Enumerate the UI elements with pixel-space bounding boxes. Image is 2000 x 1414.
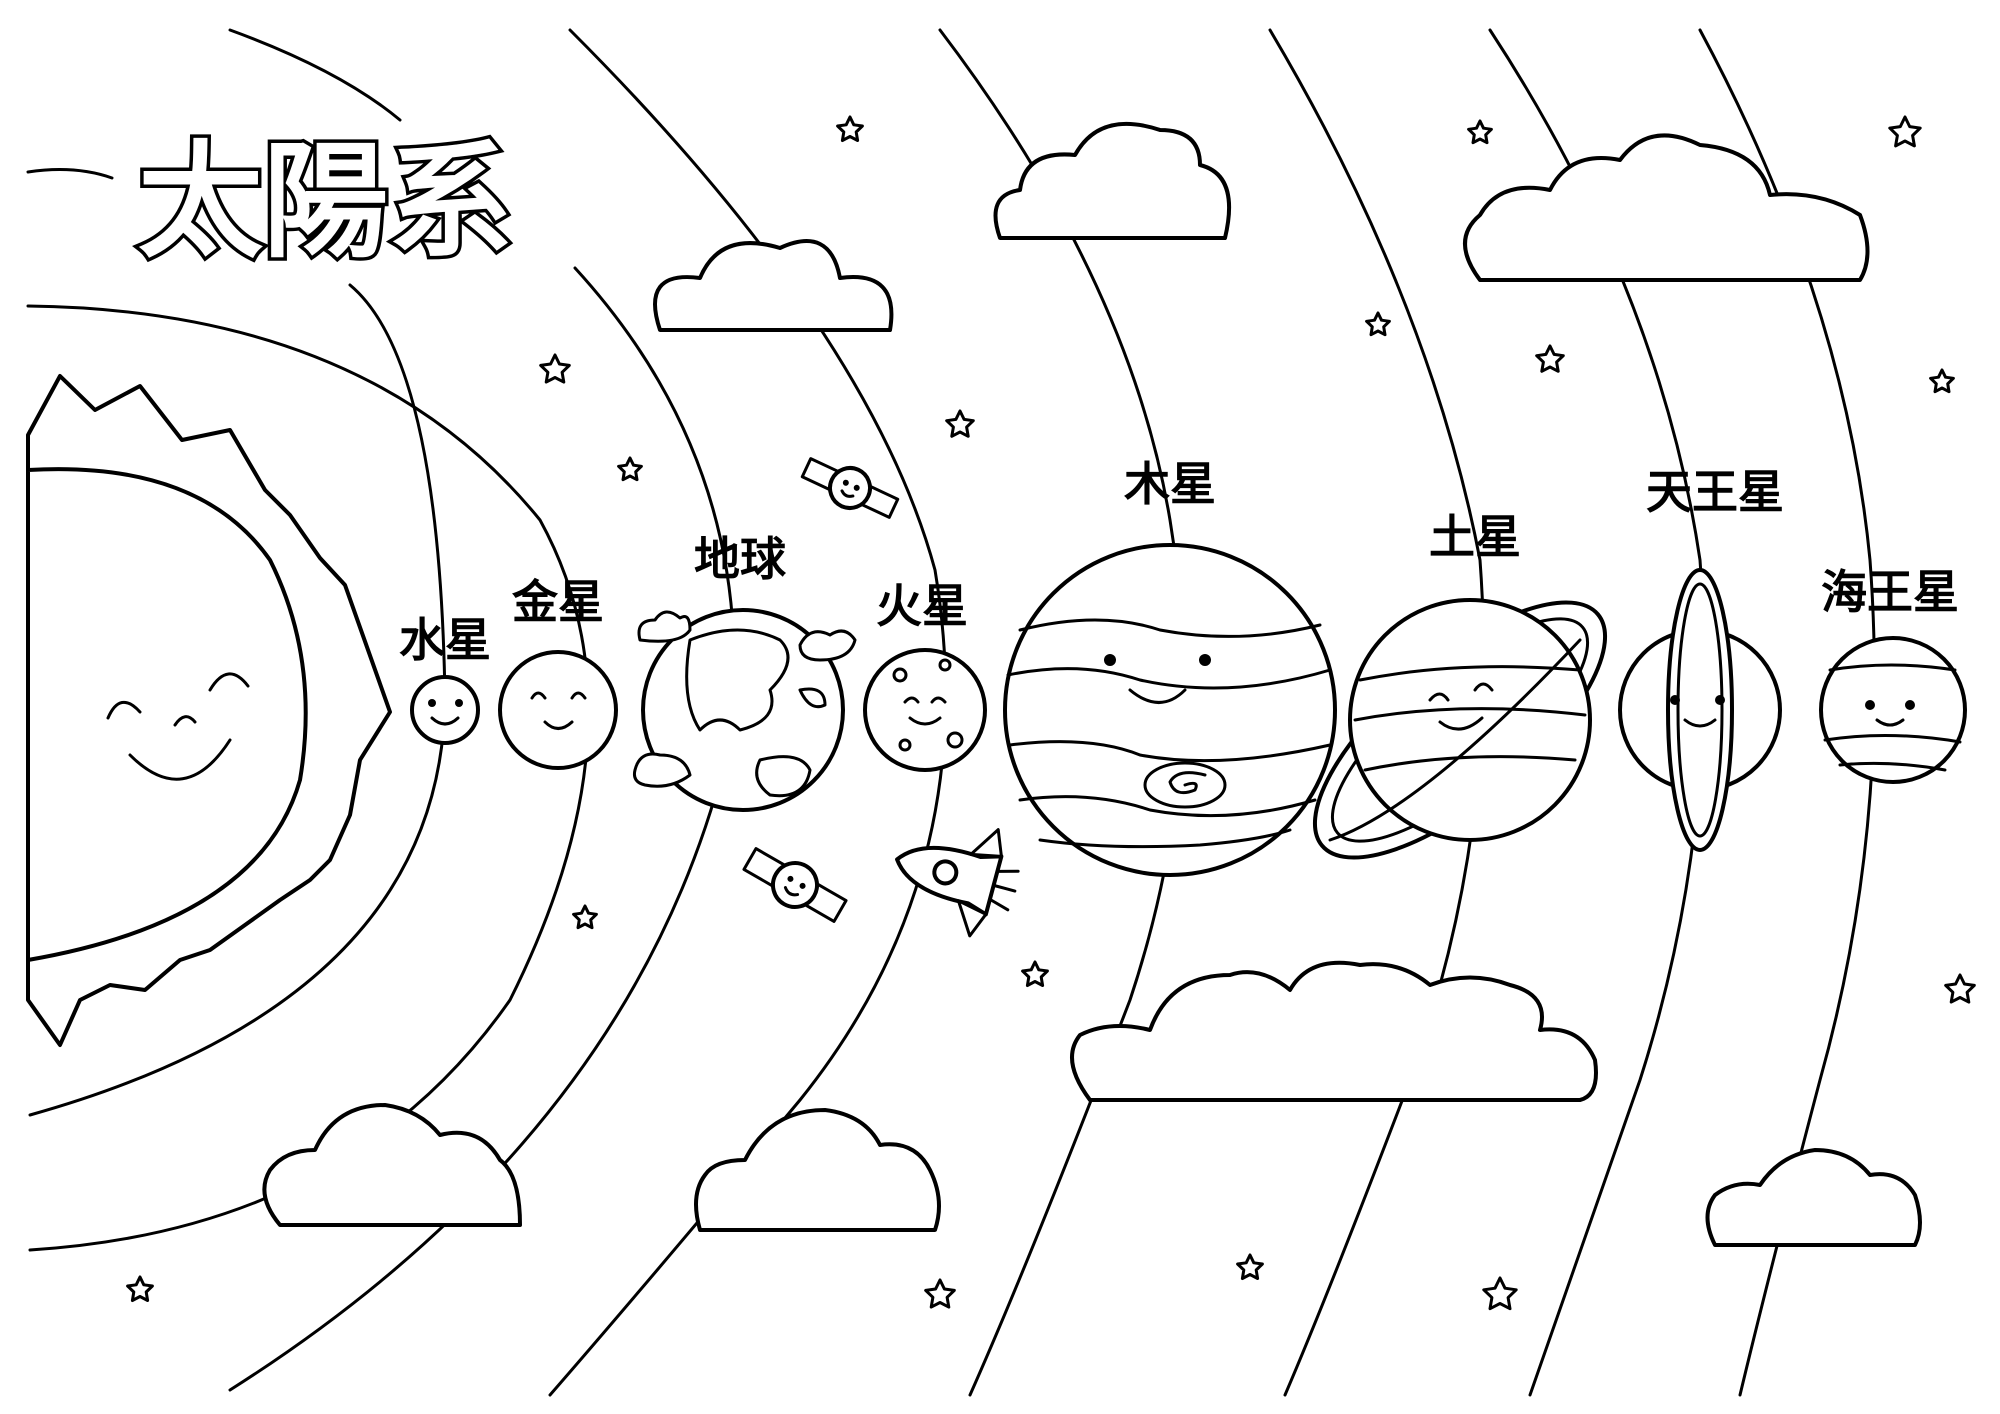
continent (798, 687, 827, 709)
page-title: 太陽系 (138, 130, 513, 275)
star-icon (572, 904, 598, 930)
continent (685, 628, 790, 732)
star-icon (126, 1275, 154, 1302)
sun-body (26, 467, 308, 962)
sun-nose (173, 715, 197, 727)
sun-mouth (128, 738, 232, 781)
cloud-icon (694, 1108, 941, 1232)
star-icon (617, 456, 643, 482)
planet-mars (863, 648, 987, 772)
star-icon (945, 409, 975, 438)
planet-mercury (410, 675, 480, 745)
cloud-icon (1463, 133, 1870, 282)
satellite-icon (800, 457, 900, 519)
star-icon (1467, 119, 1493, 145)
rocket-icon (895, 828, 1020, 938)
cloud-icon (1070, 960, 1598, 1102)
satellite-icon (742, 847, 848, 923)
star-icon (836, 115, 864, 142)
star-icon (1482, 1276, 1518, 1311)
star-icon (1535, 344, 1565, 373)
star-icon (1236, 1253, 1264, 1280)
planet-labels: 水星 金星 地球 火星 木星 土星 天王星 海王星 (399, 457, 1959, 667)
label-neptune: 海王星 (1821, 565, 1959, 619)
star-icon (1365, 311, 1391, 337)
earth-cloud (637, 610, 692, 643)
cloud-icon (993, 121, 1232, 240)
cloud-icon (653, 239, 894, 332)
sun-eye (106, 701, 142, 720)
label-mercury: 水星 (399, 613, 491, 667)
sun-icon (26, 374, 392, 1047)
planet-earth (633, 608, 857, 812)
planet-jupiter (1003, 543, 1337, 877)
stars (126, 115, 1976, 1311)
planet-venus (498, 650, 618, 770)
label-venus: 金星 (511, 575, 604, 629)
planet-neptune (1819, 636, 1967, 784)
label-saturn: 土星 (1429, 510, 1521, 564)
star-icon (1888, 115, 1922, 148)
label-mars: 火星 (876, 579, 968, 633)
star-icon (539, 353, 571, 384)
cloud-icon (1705, 1148, 1922, 1247)
label-jupiter: 木星 (1124, 457, 1216, 511)
star-icon (924, 1278, 956, 1309)
sun-eye (208, 672, 250, 692)
clouds (262, 121, 1922, 1247)
planet-uranus (1618, 568, 1782, 852)
planet-saturn (1312, 598, 1608, 860)
star-icon (1021, 960, 1049, 987)
orbit-arc (26, 168, 114, 180)
star-icon (1944, 973, 1976, 1004)
earth-cloud (633, 752, 692, 788)
star-icon (1929, 368, 1955, 394)
label-uranus: 天王星 (1646, 465, 1784, 519)
cloud-icon (262, 1103, 522, 1227)
continent (755, 755, 812, 798)
earth-cloud (798, 629, 857, 662)
orbit-arc (228, 28, 402, 122)
label-earth: 地球 (694, 532, 787, 586)
